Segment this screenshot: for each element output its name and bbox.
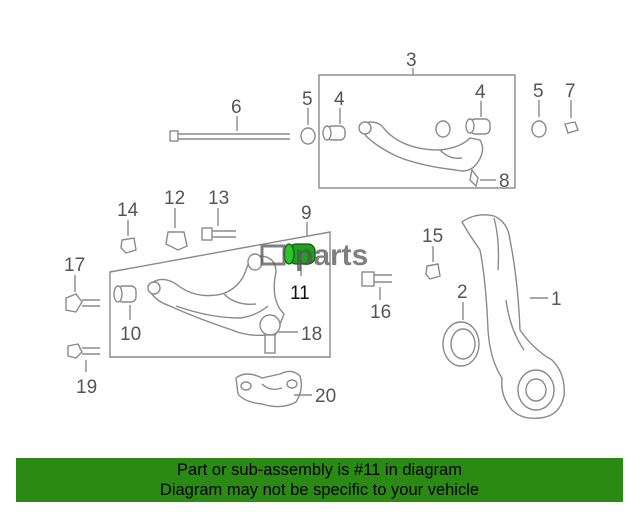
watermark-logo: parts bbox=[260, 239, 368, 272]
lower-arm-frame bbox=[109, 231, 331, 358]
callout-14[interactable]: 14 bbox=[117, 200, 139, 221]
callout-9[interactable]: 9 bbox=[301, 203, 312, 224]
upper-arm-frame bbox=[318, 74, 516, 189]
callout-19[interactable]: 19 bbox=[76, 377, 97, 398]
info-banner: Part or sub-assembly is #11 in diagram D… bbox=[16, 458, 623, 502]
parts-diagram: 3 4 4 8 6 5 5 7 9 bbox=[64, 50, 579, 420]
callout-2[interactable]: 2 bbox=[457, 282, 468, 303]
nut-7[interactable] bbox=[564, 121, 579, 134]
bolt-6[interactable] bbox=[169, 130, 290, 142]
callout-1[interactable]: 1 bbox=[551, 289, 562, 310]
callout-7[interactable]: 7 bbox=[565, 81, 576, 102]
bushing-11-highlighted[interactable] bbox=[283, 243, 316, 265]
callout-11[interactable]: 11 bbox=[290, 283, 310, 304]
callout-17[interactable]: 17 bbox=[64, 255, 85, 276]
bushing-10[interactable] bbox=[113, 285, 137, 303]
callout-8[interactable]: 8 bbox=[499, 171, 510, 192]
callout-5a[interactable]: 5 bbox=[302, 89, 313, 110]
bushing-4-right[interactable] bbox=[465, 118, 491, 135]
callout-12[interactable]: 12 bbox=[164, 188, 185, 209]
lower-control-arm[interactable] bbox=[147, 253, 285, 337]
ball-joint-18[interactable] bbox=[259, 314, 281, 354]
cam-12[interactable] bbox=[165, 231, 188, 251]
bolt-17[interactable] bbox=[65, 293, 100, 313]
banner-line-1: Part or sub-assembly is #11 in diagram bbox=[177, 461, 462, 479]
callout-13[interactable]: 13 bbox=[208, 188, 229, 209]
callout-6[interactable]: 6 bbox=[231, 97, 242, 118]
callout-15[interactable]: 15 bbox=[422, 226, 443, 247]
callout-18[interactable]: 18 bbox=[301, 324, 322, 345]
callout-3[interactable]: 3 bbox=[406, 50, 417, 71]
washer-5-left[interactable] bbox=[300, 127, 316, 145]
bolt-13[interactable] bbox=[201, 227, 236, 241]
washer-5-right[interactable] bbox=[531, 120, 547, 138]
bolt-19[interactable] bbox=[67, 343, 100, 359]
callout-16[interactable]: 16 bbox=[370, 302, 391, 323]
callout-10[interactable]: 10 bbox=[120, 324, 141, 345]
nut-14[interactable] bbox=[120, 237, 137, 254]
bolt-16[interactable] bbox=[361, 271, 392, 287]
callout-20[interactable]: 20 bbox=[315, 386, 336, 407]
bushing-4-left[interactable] bbox=[322, 125, 346, 141]
steering-knuckle-1[interactable] bbox=[461, 214, 565, 420]
upper-control-arm[interactable] bbox=[358, 120, 484, 188]
callout-4b[interactable]: 4 bbox=[475, 82, 486, 103]
svg-text:parts: parts bbox=[295, 239, 368, 272]
callout-4a[interactable]: 4 bbox=[334, 89, 345, 110]
callout-5b[interactable]: 5 bbox=[533, 81, 544, 102]
bracket-20[interactable] bbox=[235, 370, 303, 408]
seal-2[interactable] bbox=[442, 321, 480, 367]
nut-15[interactable] bbox=[425, 263, 441, 280]
banner-line-2: Diagram may not be specific to your vehi… bbox=[159, 481, 480, 499]
